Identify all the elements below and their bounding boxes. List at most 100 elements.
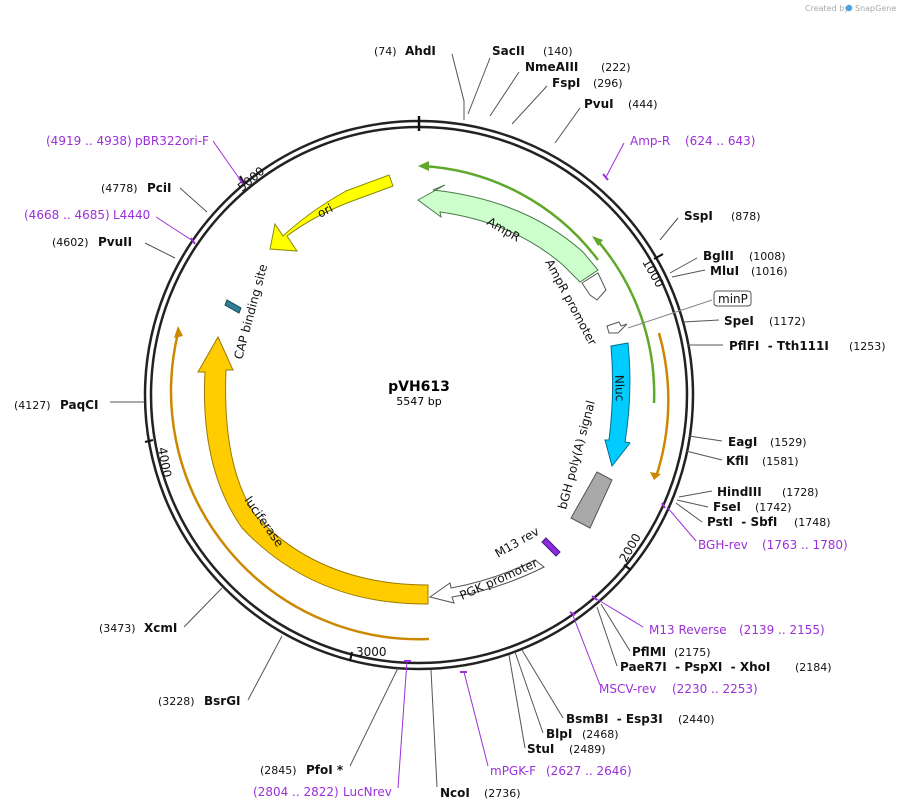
enzyme-pos-kfli: (1581) (762, 455, 799, 468)
cap-binding-site-feature (224, 299, 242, 314)
enzyme-name-nmeaiii: NmeAIII (525, 60, 578, 74)
leader-bsrgi (247, 635, 283, 701)
credit-created-by: Created by (805, 4, 849, 13)
enzyme-pos-nmeaiii: (222) (601, 61, 631, 74)
ruler-tick-5000 (239, 175, 245, 184)
primer-range-m13-reverse: (2139 .. 2155) (739, 623, 825, 637)
enzyme-pos-spei: (1172) (769, 315, 806, 328)
leader-pvui (554, 107, 581, 144)
enzyme-name-pcii: PciI (147, 181, 172, 195)
enzyme-pos-fspi: (296) (593, 77, 623, 90)
leader-nmeaiii (489, 71, 520, 117)
enzyme-name-kfli: KflI (726, 454, 749, 468)
primer-name-mscv-rev: MSCV-rev (599, 682, 656, 696)
leader-kfli (685, 450, 723, 461)
ampr-promoter-track (596, 239, 656, 404)
pgk-promoter-feature (428, 559, 545, 604)
enzyme-name-bsrgi: BsrGI (204, 694, 241, 708)
enzyme-pos-ncoi: (2736) (484, 787, 521, 800)
minp-label: minP (718, 292, 748, 306)
primer-name-lucnrev: LucNrev (343, 785, 392, 799)
enzyme-name-stui: StuI (527, 742, 554, 756)
leader-bsmbi-esp3i (521, 649, 564, 719)
primer-range-mscv-rev: (2230 .. 2253) (672, 682, 758, 696)
credit-app: SnapGene (855, 4, 896, 13)
leader-pcii (179, 187, 208, 213)
nluc-track-arrowhead (650, 472, 661, 480)
leader-pfoi (349, 667, 399, 767)
enzyme-name-fsei: FseI (713, 500, 741, 514)
leader-stui (508, 654, 526, 749)
enzyme-name-ahdi: AhdI (405, 44, 436, 58)
primer-range-l4440: (4668 .. 4685) (24, 208, 110, 222)
leader-spei (682, 319, 720, 323)
leader-eagi (688, 435, 723, 442)
leader-m13-reverse (594, 597, 644, 628)
enzyme-pos-stui: (2489) (569, 743, 606, 756)
leader-pflmi (600, 603, 631, 652)
ori-label: ori (315, 201, 335, 221)
enzyme-name-hindiii: HindIII (717, 485, 762, 499)
enzyme-pos-paqci: (4127) (14, 399, 51, 412)
enzyme-pos-paer7i-pspxi-xhoi: (2184) (795, 661, 832, 674)
enzyme-pos-bsrgi: (3228) (158, 695, 195, 708)
plasmid-name: pVH613 (388, 379, 450, 395)
luciferase-track-arrowhead (174, 326, 183, 338)
ruler-label-1000: 1000 (639, 257, 666, 290)
enzyme-name-sacii: SacII (492, 44, 525, 58)
enzyme-pos-eagi: (1529) (770, 436, 807, 449)
primer-range-amp-r: (624 .. 643) (685, 134, 755, 148)
leader-bglii (669, 257, 698, 274)
enzyme-pos-hindiii: (1728) (782, 486, 819, 499)
primer-mark-bgh-rev (661, 502, 666, 509)
luciferase-track (169, 332, 430, 641)
leader-fspi (511, 85, 548, 125)
enzyme-name-paer7i-pspxi-xhoi: PaeR7I - PspXI - XhoI (620, 660, 770, 674)
enzyme-pos-blpi: (2468) (582, 728, 619, 741)
enzyme-pos-sspi: (878) (731, 210, 761, 223)
enzyme-pos-ahdi: (74) (374, 45, 397, 58)
enzyme-leaders (110, 53, 723, 788)
snapgene-logo-icon (845, 4, 853, 12)
primer-range-pbr322ori-f: (4919 .. 4938) (46, 134, 132, 148)
enzyme-pos-pfoi: (2845) (260, 764, 297, 777)
enzyme-name-ncoi: NcoI (440, 786, 470, 800)
leader-sacii (467, 57, 491, 115)
ruler-tick-1000 (653, 253, 664, 260)
enzyme-name-mlui: MluI (710, 264, 739, 278)
enzyme-name-fspi: FspI (552, 76, 580, 90)
plasmid-size: 5547 bp (396, 395, 441, 408)
enzyme-name-xcmi: XcmI (144, 621, 177, 635)
enzyme-pos-psti-sbfi: (1748) (794, 516, 831, 529)
enzyme-name-psti-sbfi: PstI - SbfI (707, 515, 777, 529)
ruler-label-4000: 4000 (155, 446, 174, 479)
primer-range-bgh-rev: (1763 .. 1780) (762, 538, 848, 552)
ampr-promoter-feature (581, 272, 607, 301)
enzyme-pos-mlui: (1016) (751, 265, 788, 278)
ampr-promoter-track-arrowhead (592, 236, 603, 246)
enzyme-pos-pflfi-tth111i: (1253) (849, 340, 886, 353)
enzyme-pos-pflmi: (2175) (674, 646, 711, 659)
enzyme-pos-xcmi: (3473) (99, 622, 136, 635)
ruler-tick-3000 (349, 651, 353, 662)
ampr-track (421, 164, 599, 261)
ori-feature (269, 174, 394, 252)
ruler-tick-2000 (623, 564, 632, 571)
enzyme-name-spei: SpeI (724, 314, 754, 328)
leader-hindiii (678, 490, 713, 498)
ruler-tick-4000 (144, 439, 154, 443)
enzyme-name-pvui: PvuI (584, 97, 614, 111)
ampr-feature (417, 184, 599, 283)
primer-mark-m13-reverse (591, 595, 598, 601)
leader-blpi (514, 651, 544, 734)
nluc-label: Nluc (612, 375, 627, 402)
enzyme-name-bsmbi-esp3i: BsmBI - Esp3I (566, 712, 663, 726)
luciferase-feature (197, 335, 429, 605)
enzyme-name-pfoi: PfoI * (306, 763, 344, 777)
primer-name-amp-r: Amp-R (630, 134, 670, 148)
pgk-promoter-label: PGK promoter (458, 556, 540, 603)
ruler-label-3000: 3000 (356, 645, 387, 659)
minp-feature (606, 321, 628, 334)
primer-name-l4440: L4440 (113, 208, 150, 222)
